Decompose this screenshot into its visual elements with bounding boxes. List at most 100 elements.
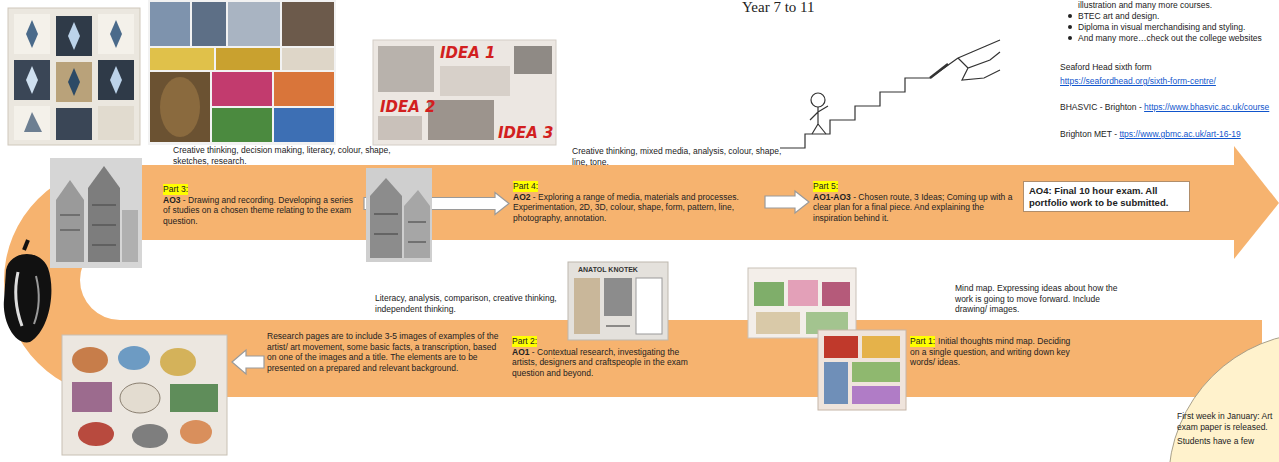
artist-study-photo-part [604, 278, 632, 316]
objective-code: AO3 [163, 195, 180, 205]
list-bullets-part [1068, 14, 1072, 18]
objective-code: AO1 [512, 347, 529, 357]
objective-code: AO2 [513, 192, 530, 202]
photo-collage-part [212, 72, 272, 106]
course-item: illustration and many more courses. [1078, 0, 1212, 11]
crystal-collage-part [56, 62, 92, 102]
artist-study-photo [568, 262, 668, 340]
research-page-photo-part [170, 384, 218, 412]
part-heading: Part 3: [163, 184, 188, 195]
ideas-collage-part [373, 40, 556, 145]
mind-map-photo-part [818, 330, 906, 410]
street-sketch-part [374, 214, 426, 242]
part-heading: Part 4: [513, 181, 538, 192]
college-link: https://seafordhead.org/sixth-form-centr… [1060, 76, 1216, 87]
photo-collage-part [150, 2, 190, 46]
artist-page-photo-part [748, 268, 856, 338]
photo-collage-part [274, 72, 334, 106]
skills-note: Mind map. Expressing ideas about how the… [955, 283, 1120, 315]
crystal-collage-part [24, 112, 42, 132]
crystal-collage-part [68, 22, 80, 50]
crystal-collage-part [98, 106, 134, 140]
crystal-collage-part [110, 66, 122, 94]
building-sketch-part [88, 166, 120, 262]
building-sketch [50, 158, 142, 268]
research-page-photo-part [72, 382, 112, 412]
crystal-collage-part [56, 108, 92, 140]
crystal-collage-part [110, 20, 122, 48]
photo-collage-part [150, 48, 214, 70]
artist-study-photo-part [574, 278, 600, 334]
stairs-drawing-part [811, 93, 825, 107]
research-page-photo-part [78, 422, 114, 446]
research-note-text: Research pages are to include 3-5 images… [267, 331, 505, 373]
ideas-collage [373, 40, 556, 145]
page-title: Year 7 to 11 [742, 0, 815, 16]
part-step: Part 4:AO2 - Exploring a range of media,… [509, 179, 765, 225]
band-arrowhead [1234, 146, 1279, 259]
part-step-text: AO1 - Contextual research, investigating… [512, 347, 696, 379]
college-name: Seaford Head sixth form [1060, 62, 1152, 73]
research-page-photo-part [120, 383, 160, 413]
mind-map-photo-part [824, 336, 858, 358]
part-heading: Part 5: [813, 181, 838, 192]
photo-collage-part [282, 2, 334, 46]
building-sketch-part [60, 205, 116, 245]
crystal-collage-part [56, 16, 92, 56]
mind-map-photo-part [862, 336, 900, 358]
artist-page-photo [748, 268, 856, 338]
ideas-collage-part [514, 46, 552, 74]
part-heading: Part 2: [512, 336, 537, 347]
building-sketch-part [56, 180, 84, 262]
photo-collage-part [216, 48, 280, 70]
stairs-drawing [780, 40, 1000, 148]
artist-study-photo-part [636, 278, 662, 334]
mind-map-photo-part [824, 362, 848, 404]
part-step: Part 2:AO1 - Contextual research, invest… [508, 334, 700, 380]
research-page-photo [62, 335, 227, 455]
skills-note: Creative thinking, decision making, lite… [173, 145, 405, 166]
crystal-collage-part [98, 14, 134, 54]
list-bullets-part [1068, 25, 1072, 29]
ideas-collage-part [378, 46, 434, 92]
idea-heading: IDEA 1 [440, 44, 496, 62]
college-link: BHASVIC - Brighton - https://www.bhasvic… [1060, 102, 1269, 113]
research-page-photo-part [72, 347, 108, 373]
mind-map-photo [818, 330, 906, 410]
pepper-drawing-part [34, 276, 39, 324]
ideas-collage-part [378, 116, 422, 140]
building-sketch-part [122, 210, 138, 262]
web-link: ttps://www.gbmc.ac.uk/art-16-19 [1119, 129, 1240, 139]
web-link: https://www.bhasvic.ac.uk/course [1144, 102, 1269, 112]
course-item: And many more…check out the college webs… [1078, 33, 1262, 44]
part-heading: Part 1: [910, 336, 935, 347]
crystal-collage-part [14, 14, 50, 54]
part-step-text: AO3 - Drawing and recording. Developing … [163, 195, 360, 227]
flow-arrow [765, 191, 809, 213]
mind-map-photo-part [852, 362, 900, 382]
part-step-text: AO1-AO3 - Chosen route, 3 Ideas; Coming … [813, 192, 1017, 224]
idea-heading: IDEA 3 [498, 124, 554, 142]
stairs-drawing-part [930, 64, 948, 78]
street-sketch-part [370, 178, 402, 258]
ideas-collage-part [428, 100, 494, 140]
list-bullets [1068, 14, 1072, 40]
crystal-collage-part [8, 8, 140, 145]
photo-collage-part [160, 77, 200, 137]
building-sketch-part [50, 158, 142, 268]
date-circle-text: Students have a few [1177, 436, 1273, 447]
course-item: Diploma in visual merchandising and styl… [1078, 22, 1245, 33]
crystal-collage-part [68, 68, 80, 96]
stairs-drawing-part [780, 78, 930, 148]
web-link: https://seafordhead.org/sixth-form-centr… [1060, 76, 1216, 86]
part-step-text: AO2 - Exploring a range of media, materi… [513, 192, 761, 224]
photo-collage-part [274, 108, 334, 142]
street-sketch [366, 168, 432, 262]
research-page-photo-part [180, 420, 212, 444]
exam-box: AO4: Final 10 hour exam. All portfolio w… [1023, 181, 1190, 212]
artist-study-photo-part [606, 326, 630, 327]
part-step: Part 5:AO1-AO3 - Chosen route, 3 Ideas; … [809, 179, 1021, 225]
crystal-collage-part [14, 60, 50, 100]
street-sketch-part [404, 190, 430, 258]
